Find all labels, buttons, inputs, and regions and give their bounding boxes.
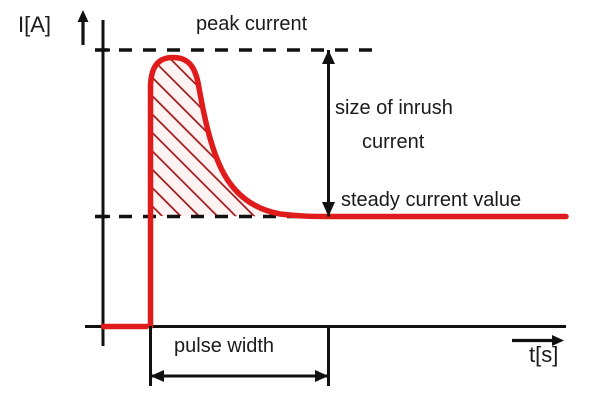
arrow-right-icon <box>512 335 564 346</box>
size-of-inrush-label-line1: size of inrush <box>335 97 453 119</box>
size-of-inrush-label-line2: current <box>362 131 425 153</box>
pulse-width-label: pulse width <box>174 335 275 357</box>
pulse-width-measure-arrow <box>149 326 330 386</box>
peak-current-label: peak current <box>196 13 308 35</box>
arrow-up-icon <box>77 10 89 45</box>
x-axis-label: t[s] <box>529 342 559 367</box>
y-axis-label: I[A] <box>18 12 52 37</box>
axis-tick-marks <box>96 48 110 219</box>
inrush-current-curve <box>101 54 569 330</box>
size-of-inrush-current-measure-arrow <box>322 50 335 217</box>
steady-current-value-label: steady current value <box>341 189 522 211</box>
